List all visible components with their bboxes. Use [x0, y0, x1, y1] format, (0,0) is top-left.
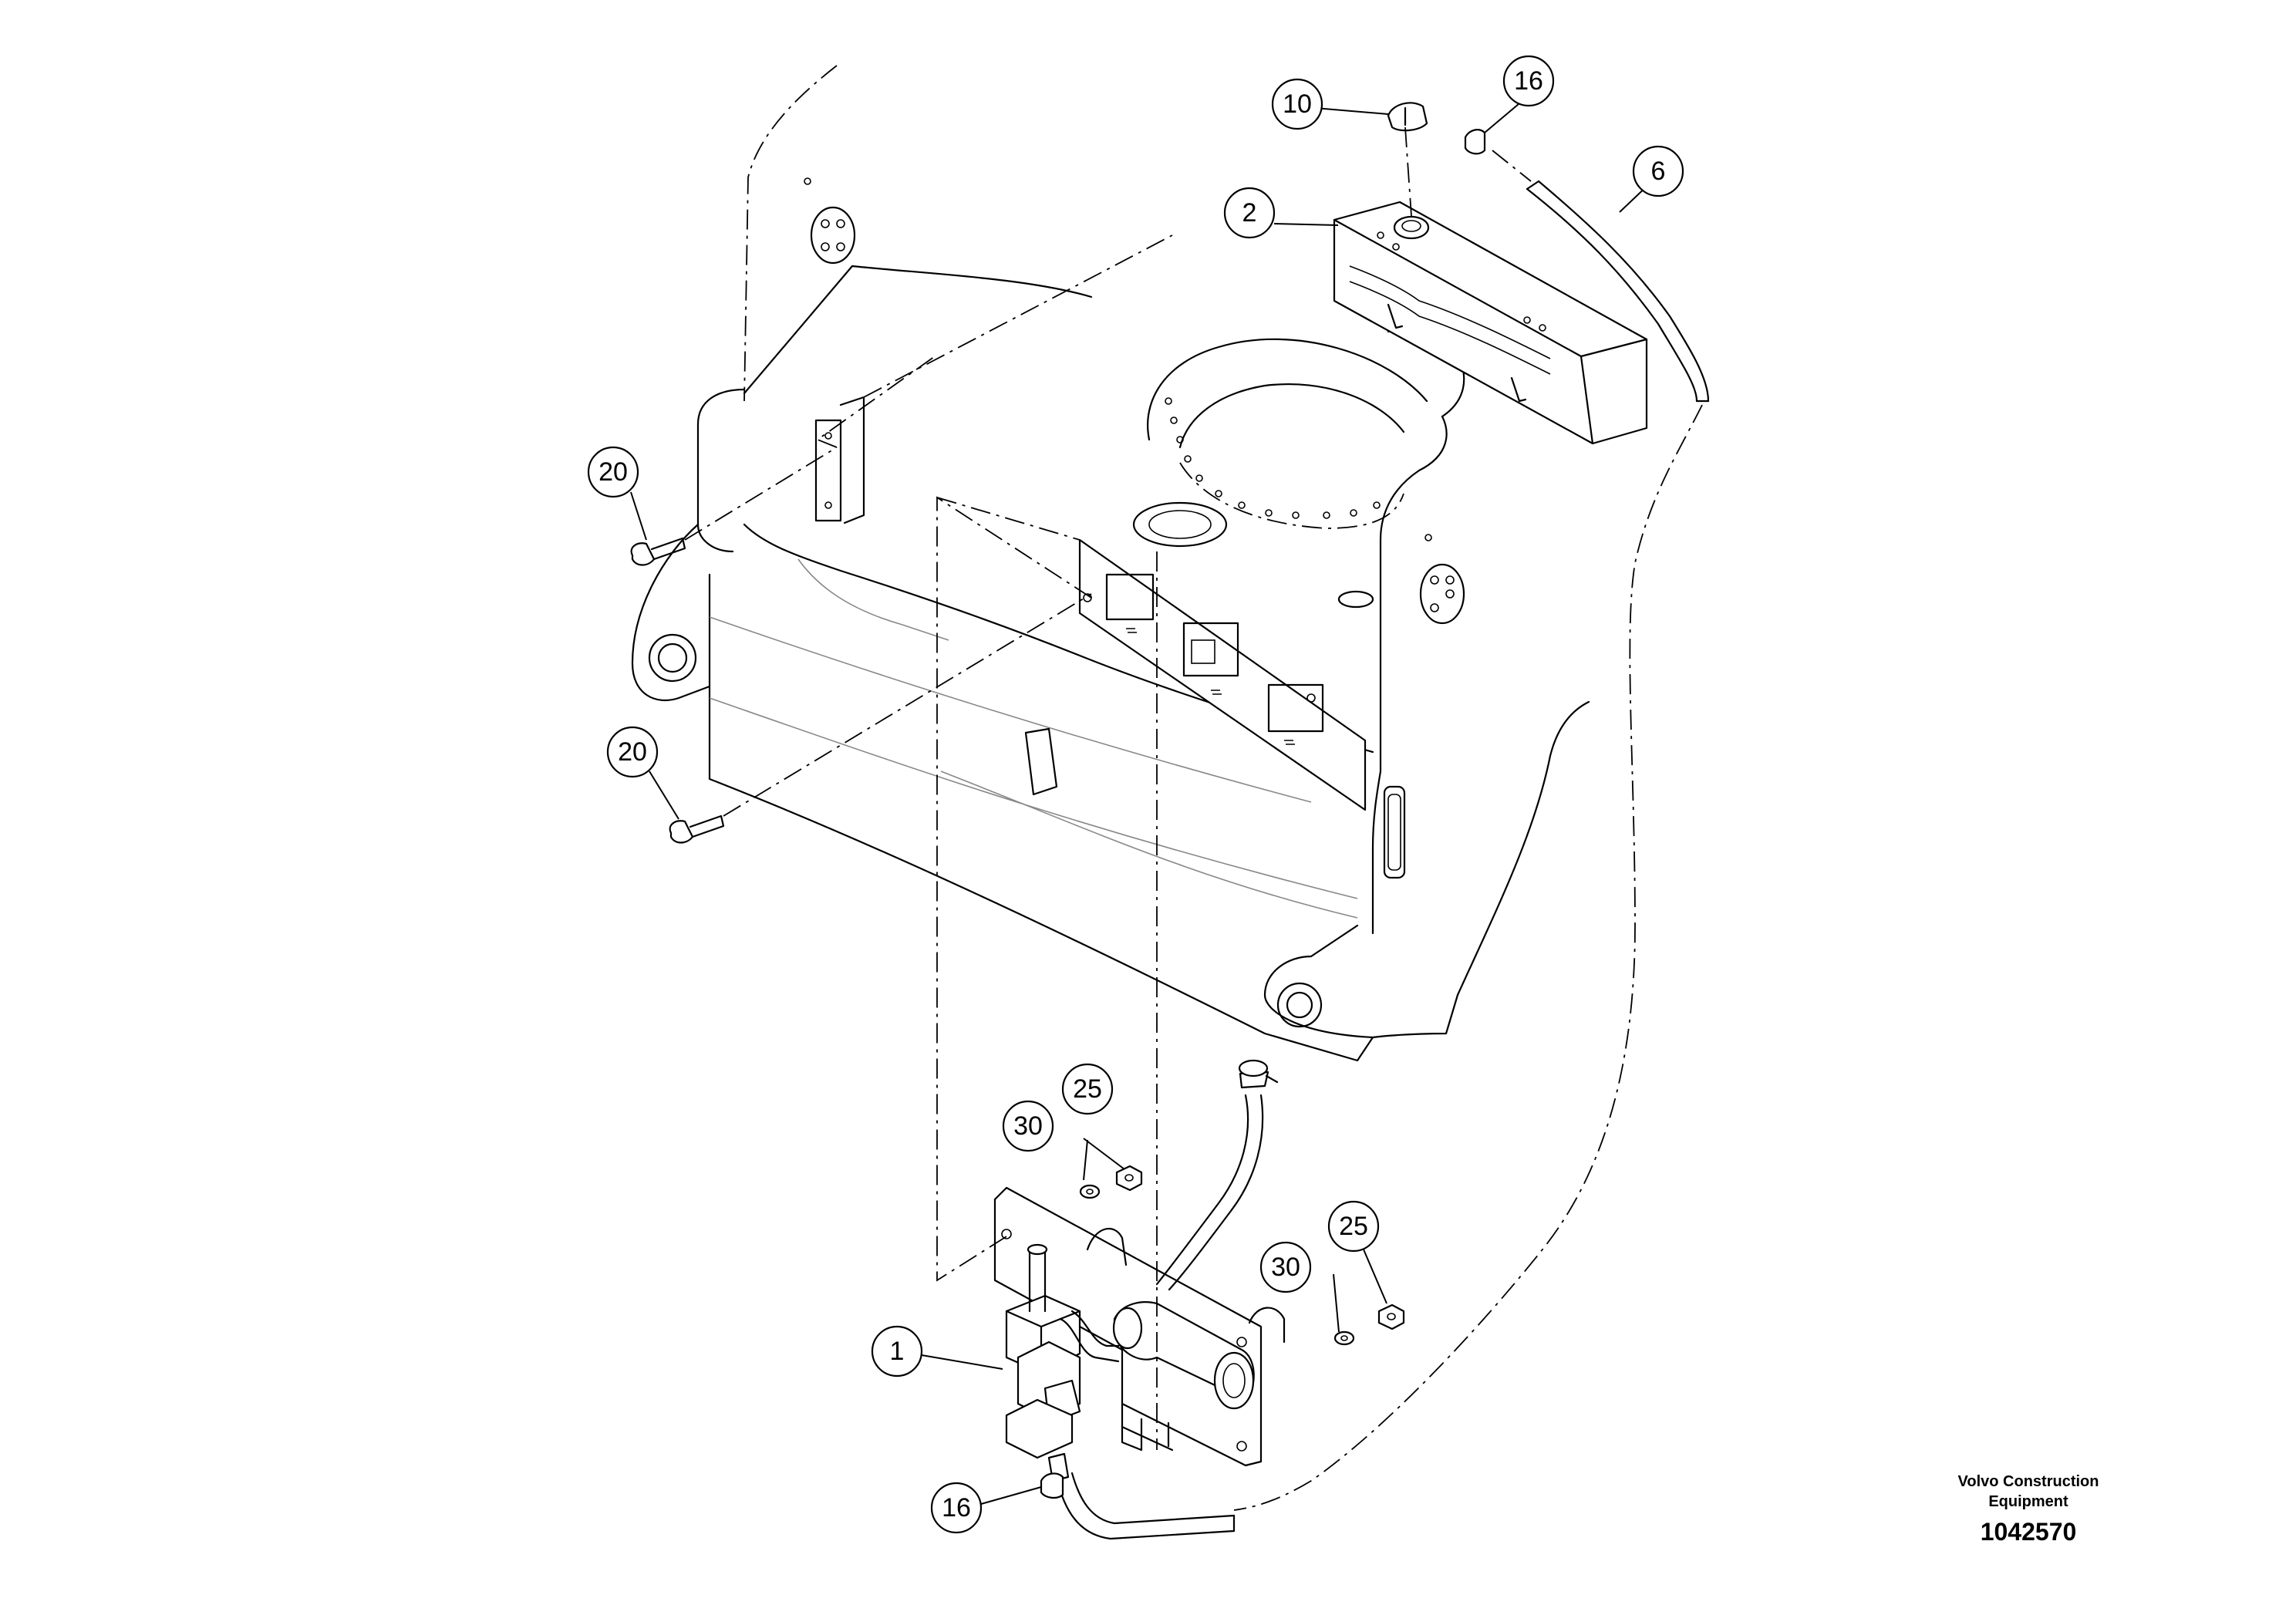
- callout-10: 10: [1271, 78, 1323, 130]
- svg-text:20: 20: [598, 457, 628, 487]
- filler-cap: [1387, 102, 1428, 132]
- callout-30-left: 30: [1002, 1100, 1054, 1152]
- callout-20-upper: 20: [587, 446, 639, 498]
- bolt-lower: [669, 814, 725, 844]
- brand-name-line1: Volvo Construction: [1957, 1473, 2099, 1490]
- washer-left: [1079, 1184, 1101, 1199]
- svg-text:1: 1: [890, 1337, 905, 1366]
- callout-25-left: 25: [1061, 1063, 1114, 1115]
- svg-text:30: 30: [1271, 1253, 1300, 1282]
- svg-text:30: 30: [1013, 1111, 1043, 1141]
- callout-16-top: 16: [1502, 55, 1555, 107]
- document-number: 1042570: [1980, 1518, 2077, 1546]
- svg-text:16: 16: [942, 1493, 971, 1523]
- svg-text:25: 25: [1339, 1212, 1368, 1241]
- hose-top: [1526, 180, 1710, 403]
- callout-6: 6: [1632, 145, 1684, 197]
- pump-assembly: [993, 1186, 1286, 1482]
- nut-left: [1115, 1165, 1143, 1192]
- callout-30-right: 30: [1259, 1241, 1312, 1293]
- callout-20-lower: 20: [606, 726, 659, 778]
- svg-text:6: 6: [1651, 157, 1666, 186]
- bolt-upper: [630, 537, 686, 566]
- brand-name-line2: Equipment: [1988, 1493, 2068, 1510]
- svg-text:10: 10: [1283, 89, 1312, 119]
- nut-right: [1377, 1303, 1405, 1330]
- callout-2: 2: [1223, 187, 1276, 239]
- reservoir-tank: [1333, 201, 1648, 445]
- callout-16-bottom: 16: [930, 1482, 983, 1534]
- callout-25-right: 25: [1327, 1200, 1380, 1253]
- hose-pump-inlet: [1155, 1059, 1279, 1291]
- bolt-circle: [1165, 397, 1381, 519]
- hose-clamp-bottom: [1040, 1472, 1064, 1499]
- frame-body: [631, 65, 1590, 1062]
- callout-1: 1: [871, 1325, 923, 1378]
- washer-right: [1333, 1330, 1355, 1346]
- svg-text:25: 25: [1073, 1074, 1102, 1104]
- svg-text:16: 16: [1514, 66, 1543, 96]
- svg-text:20: 20: [618, 737, 647, 767]
- hose-bottom: [1055, 1472, 1236, 1540]
- svg-text:2: 2: [1242, 198, 1257, 228]
- hose-clamp-top: [1464, 129, 1486, 155]
